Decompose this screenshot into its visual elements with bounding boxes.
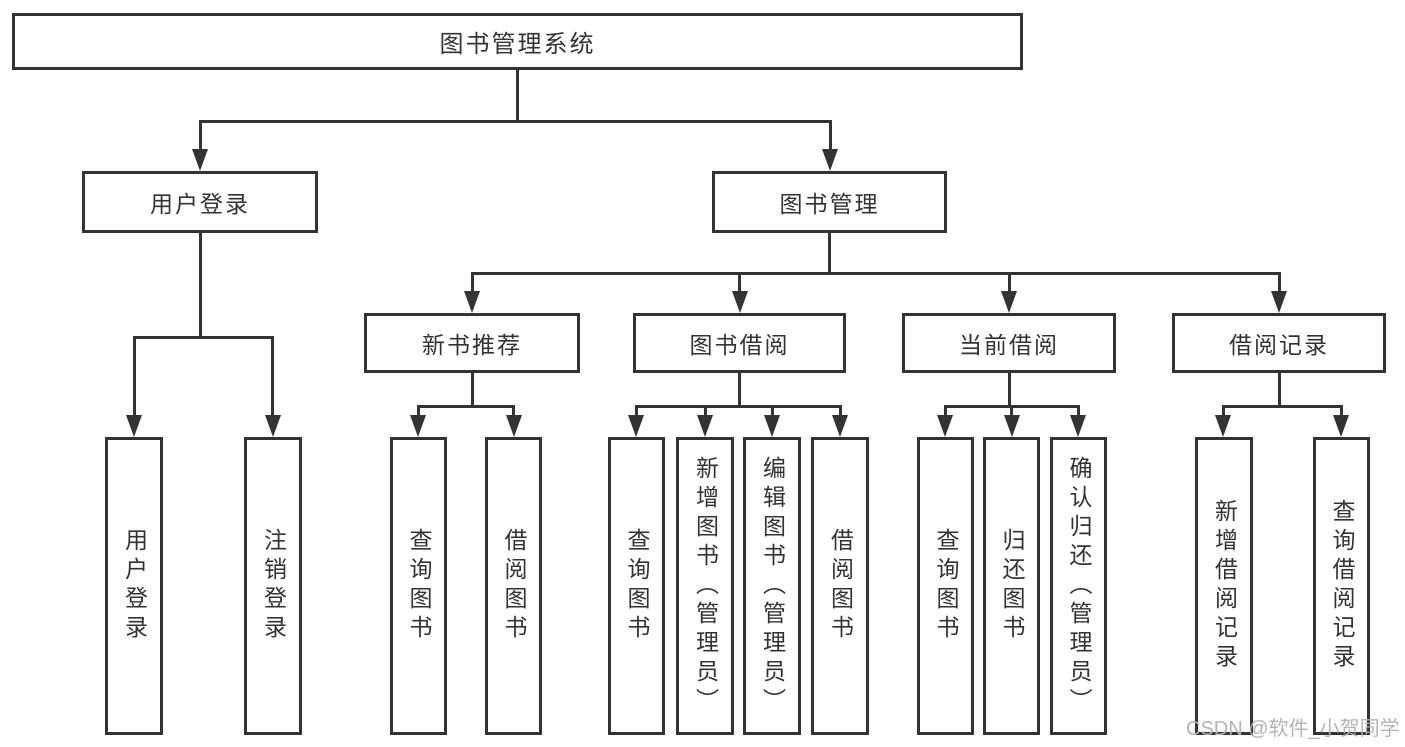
connector-bookmgmt-stub-4 bbox=[1278, 272, 1281, 294]
connector-records-stub-2 bbox=[1340, 405, 1343, 418]
connector-records-stub-1 bbox=[1222, 405, 1225, 418]
connector-borrowing-stub-1 bbox=[635, 405, 638, 418]
node-new-book-recommendation: 新书推荐 bbox=[364, 313, 580, 373]
arrow-down-icon bbox=[192, 149, 208, 171]
connector-current-vertical bbox=[1008, 370, 1011, 408]
connector-recommend-horizontal bbox=[417, 405, 515, 408]
arrow-down-icon bbox=[464, 291, 480, 313]
node-book-borrowing: 图书借阅 bbox=[633, 313, 846, 373]
node-borrowing-records: 借阅记录 bbox=[1172, 313, 1386, 373]
arrow-down-icon bbox=[1004, 415, 1020, 437]
arrow-down-icon bbox=[832, 415, 848, 437]
node-leaf-query-books-current: 查询图书 bbox=[917, 437, 974, 735]
connector-bookmgmt-horizontal bbox=[471, 272, 1281, 275]
connector-bookmgmt-stub-3 bbox=[1008, 272, 1011, 294]
connector-userlogin-vertical bbox=[199, 230, 202, 339]
arrow-down-icon bbox=[265, 415, 281, 437]
connector-userlogin-stub-left bbox=[133, 336, 136, 418]
watermark: CSDN @软件_小贺同学 bbox=[1186, 718, 1400, 740]
connector-records-vertical bbox=[1278, 370, 1281, 408]
arrow-down-icon bbox=[506, 415, 522, 437]
node-leaf-query-books-borrowing: 查询图书 bbox=[608, 437, 665, 735]
connector-userlogin-stub-right bbox=[271, 336, 274, 418]
node-leaf-query-books-recommend: 查询图书 bbox=[390, 437, 447, 735]
arrow-down-icon bbox=[1070, 415, 1086, 437]
connector-root-horizontal bbox=[199, 120, 831, 123]
node-book-management: 图书管理 bbox=[712, 171, 947, 233]
connector-borrowing-stub-3 bbox=[771, 405, 774, 418]
arrow-down-icon bbox=[1271, 291, 1287, 313]
connector-recommend-stub-1 bbox=[417, 405, 420, 418]
connector-borrowing-stub-2 bbox=[704, 405, 707, 418]
connector-userlogin-horizontal bbox=[133, 336, 274, 339]
connector-current-stub-2 bbox=[1010, 405, 1013, 418]
node-leaf-logout: 注销登录 bbox=[244, 437, 302, 735]
node-leaf-add-books-admin: 新增图书（管理员） bbox=[676, 437, 734, 735]
connector-borrowing-horizontal bbox=[635, 405, 841, 408]
connector-recommend-stub-2 bbox=[512, 405, 515, 418]
connector-bookmgmt-stub-1 bbox=[471, 272, 474, 294]
arrow-down-icon bbox=[126, 415, 142, 437]
connector-borrowing-stub-4 bbox=[839, 405, 842, 418]
arrow-down-icon bbox=[410, 415, 426, 437]
connector-bookmgmt-stub-2 bbox=[738, 272, 741, 294]
arrow-down-icon bbox=[764, 415, 780, 437]
arrow-down-icon bbox=[697, 415, 713, 437]
node-leaf-query-borrow-record: 查询借阅记录 bbox=[1313, 437, 1370, 735]
connector-records-horizontal bbox=[1222, 405, 1343, 408]
node-leaf-borrow-books-recommend: 借阅图书 bbox=[485, 437, 542, 735]
connector-root-stub-right bbox=[829, 120, 832, 152]
node-current-borrowing: 当前借阅 bbox=[902, 313, 1116, 373]
arrow-down-icon bbox=[732, 291, 748, 313]
arrow-down-icon bbox=[628, 415, 644, 437]
arrow-down-icon bbox=[1215, 415, 1231, 437]
node-user-login: 用户登录 bbox=[82, 171, 318, 233]
connector-borrowing-vertical bbox=[738, 370, 741, 408]
node-leaf-return-books: 归还图书 bbox=[983, 437, 1040, 735]
arrow-down-icon bbox=[937, 415, 953, 437]
arrow-down-icon bbox=[1333, 415, 1349, 437]
arrow-down-icon bbox=[1001, 291, 1017, 313]
connector-recommend-vertical bbox=[471, 370, 474, 408]
node-leaf-borrow-books: 借阅图书 bbox=[811, 437, 869, 735]
node-leaf-add-borrow-record: 新增借阅记录 bbox=[1195, 437, 1253, 735]
connector-root-stub-left bbox=[199, 120, 202, 152]
connector-bookmgmt-vertical bbox=[828, 230, 831, 275]
arrow-down-icon bbox=[822, 149, 838, 171]
connector-current-stub-1 bbox=[944, 405, 947, 418]
node-leaf-edit-books-admin: 编辑图书（管理员） bbox=[743, 437, 801, 735]
node-leaf-confirm-return-admin: 确认归还（管理员） bbox=[1050, 437, 1107, 735]
node-library-management-system: 图书管理系统 bbox=[12, 13, 1023, 70]
node-leaf-user-login: 用户登录 bbox=[105, 437, 163, 735]
connector-current-stub-3 bbox=[1077, 405, 1080, 418]
connector-root-vertical bbox=[516, 67, 519, 122]
